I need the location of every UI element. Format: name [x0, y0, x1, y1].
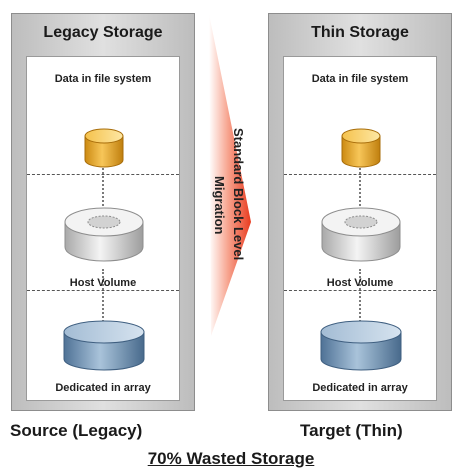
panel-title: Legacy Storage: [43, 24, 163, 41]
panel-title: Thin Storage: [311, 24, 409, 41]
database-cylinder-icon: [341, 128, 381, 168]
host-volume-label: Host Volume: [326, 277, 394, 289]
source-caption: Source (Legacy): [10, 421, 143, 440]
array-label: Dedicated in array: [312, 382, 408, 394]
migration-arrow-icon: [209, 14, 251, 336]
file-system-label: Data in file system: [54, 73, 152, 85]
legacy-storage-panel: Legacy Storage Data in file system Host …: [11, 13, 195, 411]
database-cylinder-icon: [84, 128, 124, 168]
array-disk-icon: [320, 320, 402, 371]
migration-label: Standard Block Level: [231, 128, 246, 261]
target-caption: Target (Thin): [300, 421, 403, 440]
connector-line: [102, 157, 104, 217]
divider-line: [284, 174, 436, 175]
storage-stack: Data in file system Host Volume Dedicate…: [283, 56, 437, 401]
summary-text: 70% Wasted Storage: [147, 449, 315, 468]
divider-line: [27, 174, 179, 175]
array-disk-icon: [63, 320, 145, 371]
host-volume-label: Host Volume: [69, 277, 137, 289]
host-volume-disk-icon: [321, 207, 401, 262]
thin-storage-panel: Thin Storage Data in file system Host Vo…: [268, 13, 452, 411]
divider-line: [27, 290, 179, 291]
connector-line: [359, 157, 361, 217]
file-system-label: Data in file system: [311, 73, 409, 85]
summary-caption: 70% Wasted Storage: [0, 449, 462, 469]
storage-stack: Data in file system Host Volume Dedicate…: [26, 56, 180, 401]
host-volume-disk-icon: [64, 207, 144, 262]
migration-label-secondary: Migration: [212, 176, 227, 235]
connector-line: [102, 269, 104, 337]
array-label: Dedicated in array: [55, 382, 151, 394]
connector-line: [359, 269, 361, 337]
divider-line: [284, 290, 436, 291]
